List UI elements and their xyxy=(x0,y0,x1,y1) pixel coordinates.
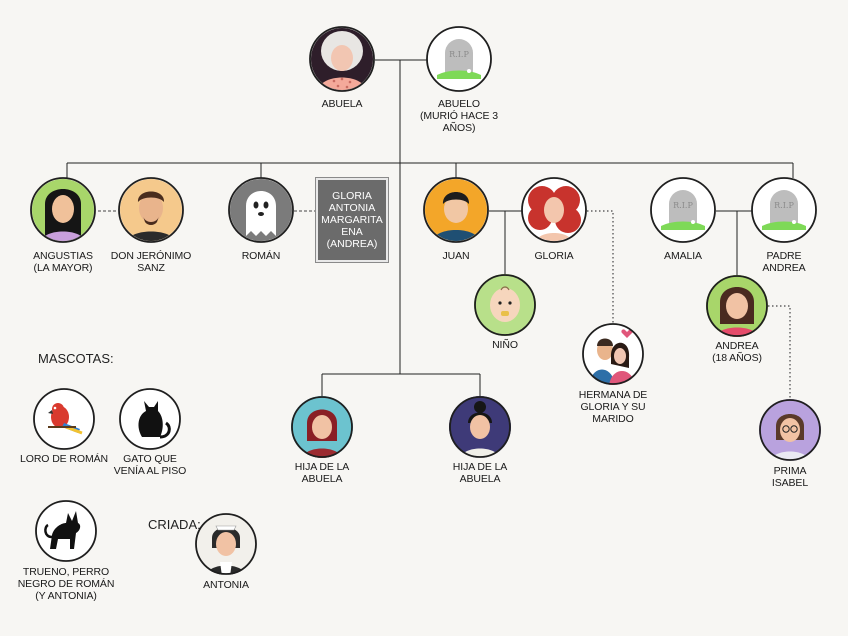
tombstone-abuelo: R.I.P xyxy=(426,26,492,92)
avatar-roman-ghost xyxy=(228,177,294,243)
label-gloria: Gloria xyxy=(534,250,574,262)
label-antonia: Antonia xyxy=(203,579,249,591)
section-mascotas: Mascotas: xyxy=(38,351,114,366)
label-nino: Niño xyxy=(492,339,518,351)
rip-text: R.I.P xyxy=(774,201,794,210)
avatar-abuela xyxy=(309,26,375,92)
label-jeronimo: Don Jerónimo Sanz xyxy=(110,250,192,274)
label-andrea: Andrea (18 años) xyxy=(712,340,762,364)
rip-text: R.I.P xyxy=(449,50,469,59)
avatar-hermana-gloria-y-marido xyxy=(582,323,644,385)
label-hija-2: Hija de la abuela xyxy=(452,461,508,485)
dog-icon xyxy=(35,500,97,562)
label-trueno: Trueno, perro negro de Román (y Antonia) xyxy=(17,566,115,602)
label-angustias: Angustias (la mayor) xyxy=(33,250,93,274)
avatar-antonia xyxy=(195,513,257,575)
tombstone-amalia: R.I.P xyxy=(650,177,716,243)
dotted-connectors xyxy=(587,210,791,402)
label-amalia: Amalia xyxy=(664,250,702,262)
label-hermana-gloria: Hermana de Gloria y su marido xyxy=(578,389,648,425)
rip-text: R.I.P xyxy=(673,201,693,210)
section-criada: Criada: xyxy=(148,517,201,532)
label-hija-1: Hija de la abuela xyxy=(294,461,350,485)
gloria-sister-link xyxy=(587,210,614,325)
parrot-icon xyxy=(33,388,95,450)
avatar-prima-isabel xyxy=(759,399,821,461)
andrea-isabel-link xyxy=(764,305,791,402)
avatar-angustias xyxy=(30,177,96,243)
tree-connectors xyxy=(66,59,794,397)
avatar-hija-1 xyxy=(291,396,353,458)
note-box-names: Gloria Antonia Margarita Ena (Andrea) xyxy=(315,177,389,263)
avatar-hija-2 xyxy=(449,396,511,458)
label-abuelo: Abuelo (murió hace 3 años) xyxy=(419,98,499,134)
label-gato: Gato que venía al piso xyxy=(113,453,187,477)
label-juan: Juan xyxy=(442,250,470,262)
label-loro: Loro de Román xyxy=(20,453,108,465)
tombstone-padre-andrea: R.I.P xyxy=(751,177,817,243)
avatar-nino xyxy=(474,274,536,336)
label-abuela: Abuela xyxy=(321,98,363,110)
avatar-juan xyxy=(423,177,489,243)
cat-icon xyxy=(119,388,181,450)
label-roman: Román xyxy=(241,250,281,262)
avatar-gloria xyxy=(521,177,587,243)
avatar-andrea xyxy=(706,275,768,337)
label-prima-isabel: Prima Isabel xyxy=(771,465,809,489)
label-padre-andrea: Padre Andrea xyxy=(762,250,806,274)
avatar-jeronimo xyxy=(118,177,184,243)
